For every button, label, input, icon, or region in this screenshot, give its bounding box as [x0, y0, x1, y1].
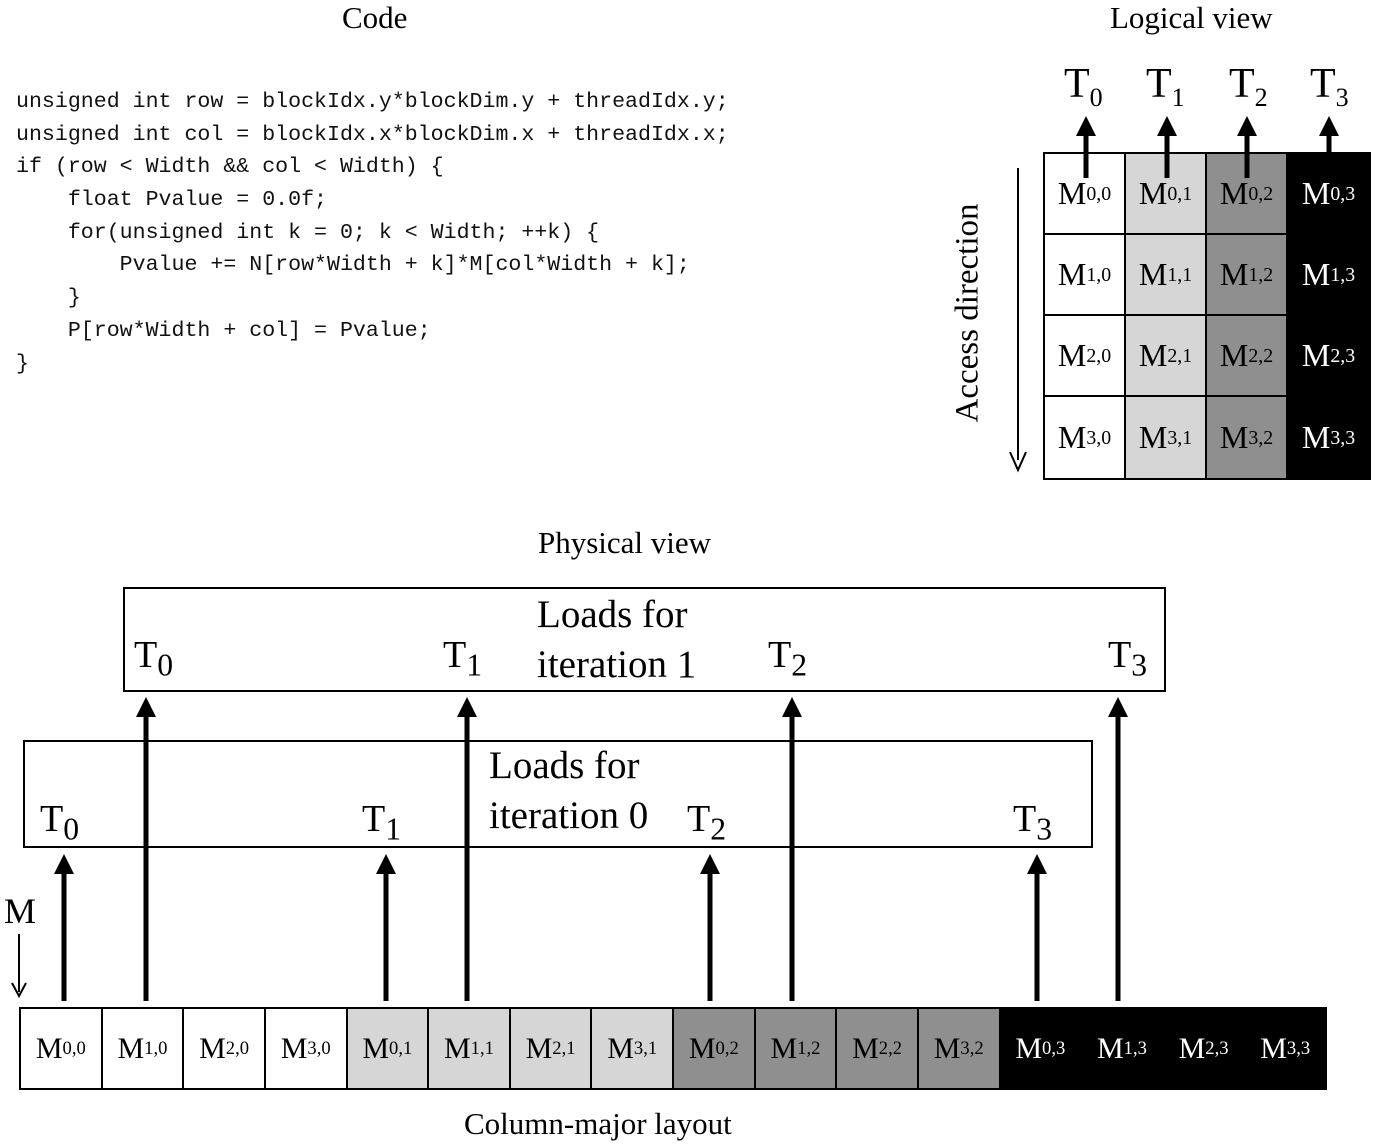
iteration-1-arrows	[136, 697, 1128, 1001]
logical-thread-label: T3	[1310, 61, 1349, 113]
code-line: for(unsigned int k = 0; k < Width; ++k) …	[16, 220, 600, 245]
logical-thread-label: T2	[1229, 61, 1268, 113]
iter0-thread-label: T2	[687, 798, 727, 847]
iteration-1-box	[123, 587, 1166, 692]
iteration-0-box	[23, 740, 1093, 848]
iter1-thread-label: T2	[768, 634, 808, 683]
logical-thread-arrows	[1076, 116, 1339, 178]
iteration-0-label-line1: Loads for	[489, 744, 640, 787]
logical-view-title: Logical view	[1110, 0, 1273, 35]
code-line: if (row < Width && col < Width) {	[16, 155, 444, 180]
code-line: unsigned int col = blockIdx.x*blockDim.x…	[16, 122, 729, 147]
iter0-thread-label: T1	[362, 798, 402, 847]
code-title: Code	[342, 0, 408, 35]
column-major-layout-label: Column-major layout	[464, 1106, 732, 1141]
code-line: }	[16, 286, 81, 311]
iter0-thread-label: T0	[40, 798, 80, 847]
code-line: float Pvalue = 0.0f;	[16, 188, 328, 213]
iteration-1-label-line1: Loads for	[537, 593, 688, 636]
iter1-thread-label: T0	[134, 634, 174, 683]
m-label: M	[4, 891, 37, 931]
iteration-1-label-line2: iteration 1	[537, 643, 697, 686]
m-down-arrow	[11, 934, 27, 999]
iteration-0-label: Loads for iteration 0	[489, 741, 648, 841]
access-direction-arrow	[1009, 168, 1027, 473]
iteration-0-arrows	[54, 854, 1047, 1001]
logical-thread-label: T0	[1064, 61, 1103, 113]
code-line: }	[16, 351, 29, 376]
iteration-0-label-line2: iteration 0	[489, 794, 649, 837]
iter1-thread-label: T1	[443, 634, 483, 683]
logical-thread-label: T1	[1146, 61, 1185, 113]
iteration-1-label: Loads for iteration 1	[537, 590, 696, 690]
code-block: unsigned int row = blockIdx.y*blockDim.y…	[16, 86, 729, 380]
code-line: Pvalue += N[row*Width + k]*M[col*Width +…	[16, 253, 690, 278]
iter1-thread-label: T3	[1108, 634, 1148, 683]
code-line: unsigned int row = blockIdx.y*blockDim.y…	[16, 90, 729, 114]
iter0-thread-label: T3	[1013, 798, 1053, 847]
physical-view-title: Physical view	[538, 525, 712, 560]
code-line: P[row*Width + col] = Pvalue;	[16, 318, 431, 343]
